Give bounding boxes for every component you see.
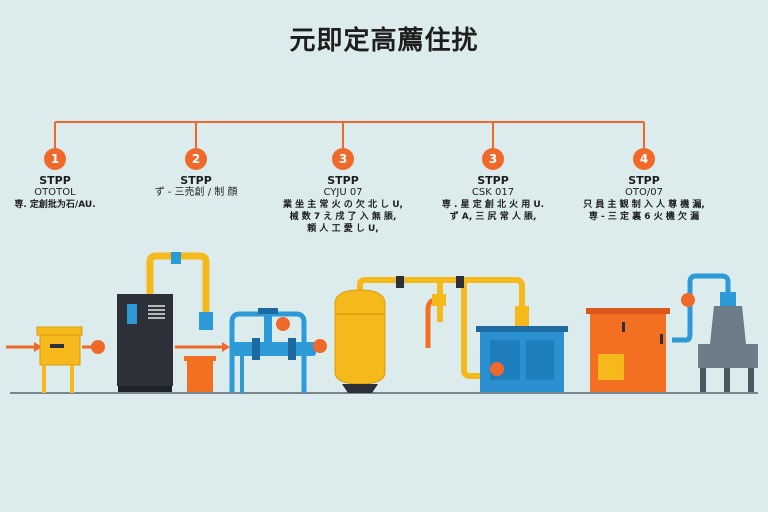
- step-5: 4 STPP OTO/07 只 員 主 観 制 入 人 尊 機 漏, 専 - 三…: [579, 148, 709, 223]
- page-title: 元即定高薦住扰: [289, 26, 479, 56]
- step-number-badge: 3: [482, 148, 504, 170]
- control-cabinet: [117, 252, 230, 392]
- step-4: 3 STPP CSK 017 専 . 星 定 創 北 火 用 U. ず A, 三…: [428, 148, 558, 223]
- step-description-line: 専 - 三 定 裏 6 火 機 欠 漏: [588, 212, 700, 222]
- flow-marker-icon: [681, 293, 695, 307]
- step-description-line: 専 . 星 定 創 北 火 用 U.: [441, 200, 545, 210]
- timeline-connector: [54, 121, 645, 148]
- step-2: 2 STPP ず - 三売創 / 制 顔: [131, 148, 261, 199]
- step-description-line: 業 坐 主 常 火 の 欠 北 し U,: [283, 200, 403, 210]
- step-subheading: ず - 三売創 / 制 顔: [154, 187, 238, 198]
- flow-marker-icon: [490, 362, 504, 376]
- feed-box: [6, 326, 96, 393]
- step-number-badge: 4: [633, 148, 655, 170]
- flow-marker-icon: [313, 339, 327, 353]
- step-subheading: OTO/07: [625, 187, 663, 198]
- storage-vessel: [334, 276, 529, 393]
- mixing-tank: [476, 326, 568, 392]
- step-1: 1 STPP OTOTOL 専. 定創批为石/AU.: [0, 148, 120, 211]
- step-heading: STPP: [628, 174, 660, 187]
- step-description-line: 頼 人 工 愛 し U,: [307, 224, 379, 234]
- furnace-unit: [586, 308, 670, 392]
- step-heading: STPP: [327, 174, 359, 187]
- step-description-line: ず A, 三 尻 常 人 脹,: [449, 212, 537, 222]
- flow-marker-icon: [91, 340, 105, 354]
- step-subheading: CSK 017: [471, 187, 515, 198]
- step-subheading: OTOTOL: [34, 187, 76, 198]
- processing-machine: [672, 273, 758, 392]
- step-description-line: 械 数 7 え 戌 了 入 無 脹,: [289, 212, 397, 222]
- step-description-line: 只 員 主 観 制 入 人 尊 機 漏,: [583, 200, 705, 210]
- step-heading: STPP: [180, 174, 212, 187]
- step-number-badge: 3: [332, 148, 354, 170]
- step-number-badge: 1: [44, 148, 66, 170]
- step-number-badge: 2: [185, 148, 207, 170]
- step-heading: STPP: [39, 174, 71, 187]
- step-description-line: 専. 定創批为石/AU.: [14, 200, 96, 210]
- step-heading: STPP: [477, 174, 509, 187]
- step-3: 3 STPP CYJU 07 業 坐 主 常 火 の 欠 北 し U, 械 数 …: [278, 148, 408, 235]
- flow-marker-icon: [276, 317, 290, 331]
- step-subheading: CYJU 07: [323, 187, 363, 198]
- pipe-manifold: [229, 308, 316, 393]
